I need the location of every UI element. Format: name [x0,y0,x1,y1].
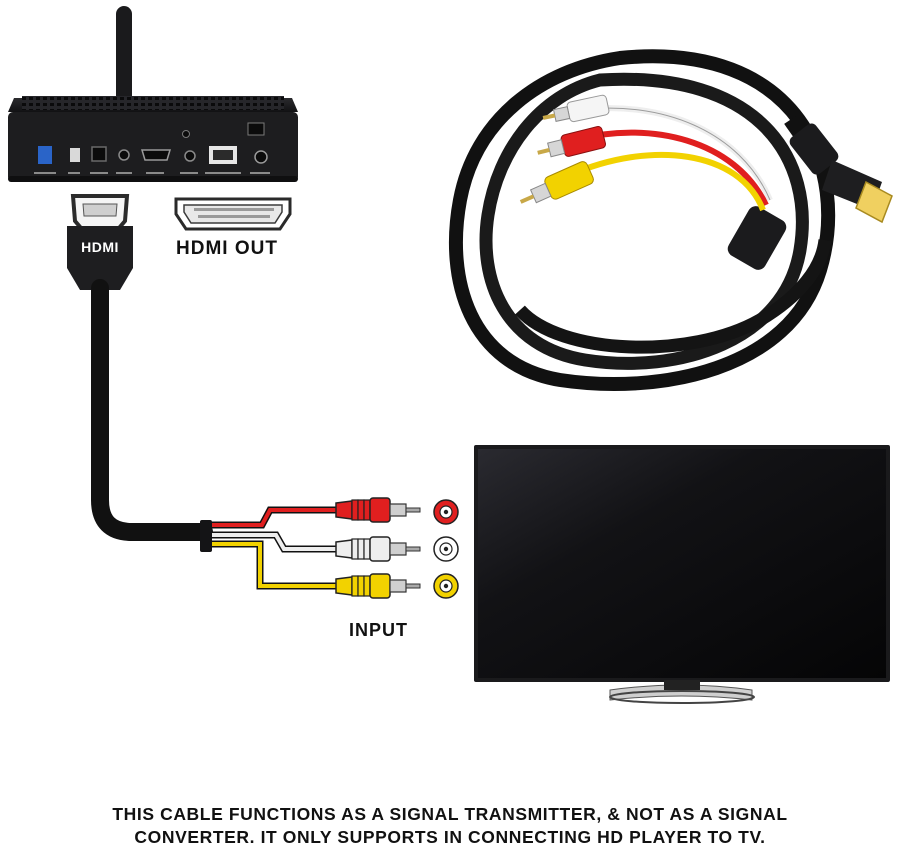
hdmi-rca-cable-icon [448,49,893,391]
hdmi-port-callout-icon [174,197,292,231]
hdmi-cable-line [91,279,213,541]
rca-jack-white-icon [433,536,459,562]
rca-jack-yellow-icon [433,573,459,599]
rca-plug-white-icon [335,536,421,562]
caption-line-1: THIS CABLE FUNCTIONS AS A SIGNAL TRANSMI… [112,804,788,824]
hdmi-out-label: HDMI OUT [176,238,278,259]
rca-plug-yellow-icon [335,573,421,599]
hdmi-port-icon [140,149,172,161]
ir-port-icon [184,150,196,162]
usb3-port-icon [38,146,52,164]
input-label: INPUT [349,620,408,640]
rca-jack-red-icon [433,499,459,525]
dc-port-icon [254,150,268,164]
splitter-collar [200,520,212,552]
caption: THIS CABLE FUNCTIONS AS A SIGNAL TRANSMI… [0,803,900,849]
media-player-icon [8,6,298,182]
hdmi-plug-icon: HDMI [67,194,133,290]
rca-plug-red-icon [335,497,421,523]
usb-port-icon [70,148,80,162]
caption-line-2: CONVERTER. IT ONLY SUPPORTS IN CONNECTIN… [134,827,766,847]
rca-wires [212,506,338,590]
optical-port-icon [91,146,107,162]
hdmi-plug-logo: HDMI [81,239,119,255]
tv-icon [474,445,890,704]
av-out-port-icon [118,149,130,161]
